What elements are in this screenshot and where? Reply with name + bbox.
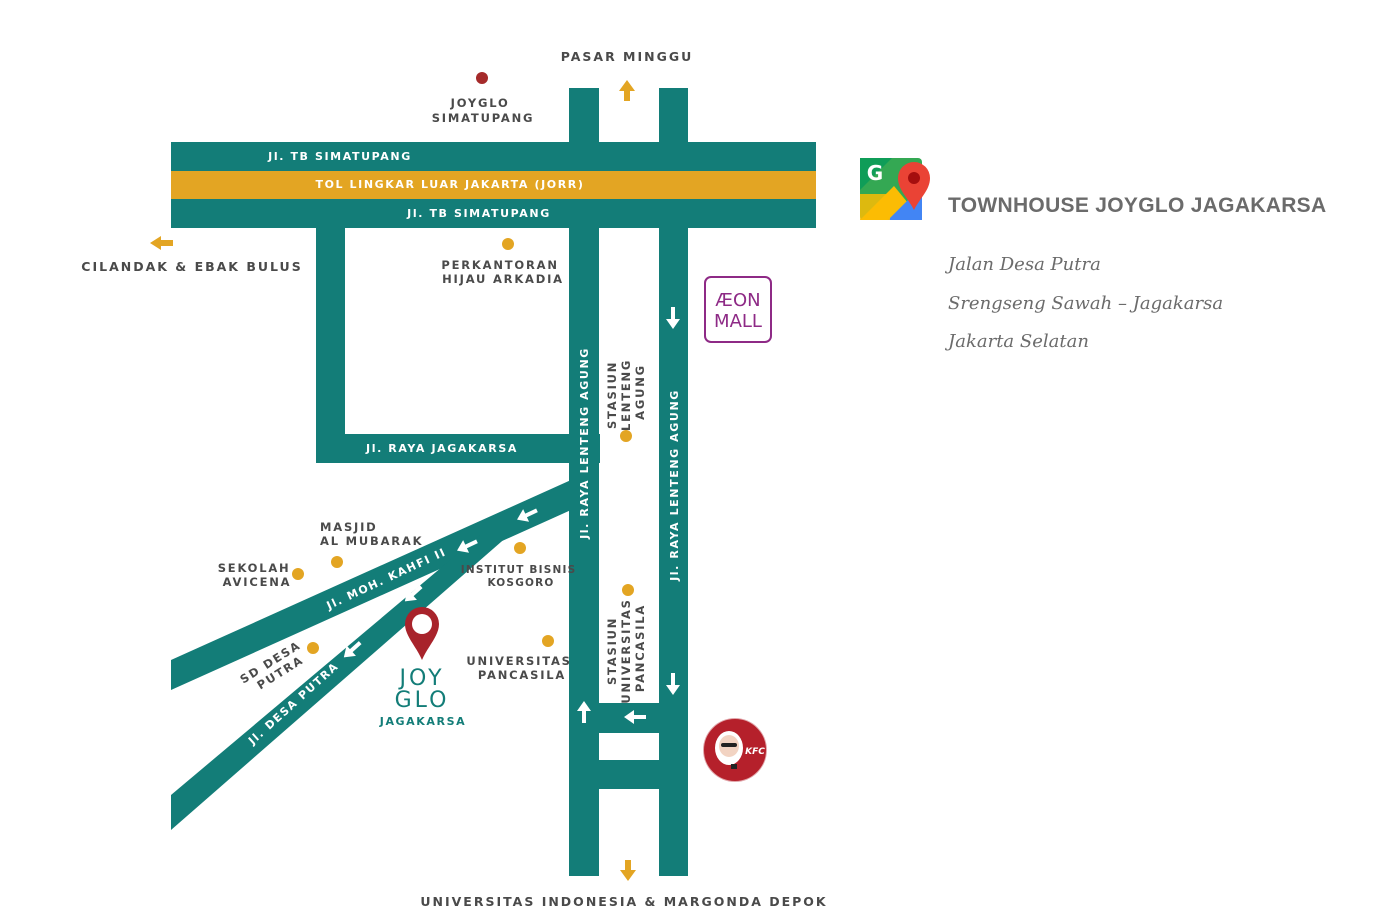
- universitas-dot: [542, 635, 554, 647]
- arrow-left-white-icon: [517, 508, 538, 522]
- dest-pasar-minggu: PASAR MINGGU: [561, 49, 694, 64]
- road-lenteng-agung-west: [569, 226, 599, 876]
- label-jorr-toll: TOL LINGKAR LUAR JAKARTA (JORR): [315, 178, 584, 191]
- road-loop-west: [316, 226, 345, 462]
- landmark-joyglo-simatupang: JOYGLO SIMATUPANG: [432, 96, 535, 125]
- stasiun-lenteng-dot: [620, 430, 632, 442]
- arrow-left-white-icon: [404, 585, 423, 602]
- landmark-stasiun-lenteng: STASIUN LENTENG AGUNG: [605, 353, 647, 431]
- svg-text:KFC: KFC: [745, 747, 765, 757]
- google-maps-icon: G: [860, 158, 930, 220]
- arrow-down-white-icon: [666, 673, 680, 695]
- info-title: TOWNHOUSE JOYGLO JAGAKARSA: [948, 194, 1327, 217]
- road-lenteng-agung-west-north: [569, 88, 599, 144]
- arrow-left-white-icon: [457, 539, 478, 553]
- svg-text:MALL: MALL: [714, 311, 762, 332]
- landmark-perkantoran: PERKANTORAN HIJAU ARKADIA: [441, 258, 564, 286]
- label-lenteng-agung-west: Jl. RAYA LENTENG AGUNG: [578, 347, 591, 540]
- svg-text:ÆON: ÆON: [715, 290, 760, 311]
- map-pin-icon: [405, 607, 439, 660]
- road-jorr-toll: [171, 171, 816, 199]
- label-tb-simatupang-top: Jl. TB SIMATUPANG: [267, 150, 412, 163]
- aeon-mall-logo: ÆON MALL: [704, 276, 772, 343]
- stasiun-up-dot: [622, 584, 634, 596]
- arrow-down-icon: [620, 860, 636, 881]
- sekolah-dot: [292, 568, 304, 580]
- joyglo-logo-line1: JOY: [397, 666, 444, 691]
- landmark-sekolah: SEKOLAH AVICENA: [218, 561, 297, 589]
- address-line-1: Jalan Desa Putra: [948, 254, 1101, 275]
- road-raya-jagakarsa: [316, 434, 600, 463]
- label-raya-jagakarsa: Jl. RAYA JAGAKARSA: [365, 442, 518, 455]
- landmark-universitas: UNIVERSITAS PANCASILA: [466, 654, 577, 682]
- joyglo-simatupang-dot: [476, 72, 488, 84]
- arrow-down-white-icon: [666, 307, 680, 329]
- road-connector-2: [597, 760, 661, 789]
- landmark-stasiun-up: STASIUN UNIVERSITAS PANCASILA: [605, 592, 647, 703]
- label-lenteng-agung-east: Jl. RAYA LENTENG AGUNG: [668, 389, 681, 582]
- arrow-up-icon: [619, 80, 635, 101]
- sd-desa-dot: [307, 642, 319, 654]
- institut-dot: [514, 542, 526, 554]
- landmark-institut: INSTITUT BISNIS KOSGORO: [461, 564, 581, 589]
- road-moh-kahfi: [171, 480, 571, 690]
- svg-text:G: G: [867, 161, 883, 185]
- label-tb-simatupang-bottom: Jl. TB SIMATUPANG: [406, 207, 551, 220]
- arrow-up-white-icon: [577, 701, 591, 723]
- road-lenteng-agung-east-north: [659, 88, 688, 144]
- road-network: [171, 88, 816, 876]
- dest-cilandak: CILANDAK & EBAK BULUS: [81, 259, 302, 274]
- arrow-left-icon: [150, 236, 173, 250]
- joyglo-logo-line2: GLO: [395, 688, 450, 713]
- arrow-left-white-icon: [343, 641, 362, 658]
- road-lenteng-agung-east: [659, 226, 688, 876]
- dest-ui-depok: UNIVERSITAS INDONESIA & MARGONDA DEPOK: [420, 894, 827, 909]
- joyglo-logo-sub: JAGAKARSA: [379, 715, 467, 728]
- masjid-dot: [331, 556, 343, 568]
- address-line-2: Srengseng Sawah – Jagakarsa: [948, 293, 1224, 314]
- kfc-logo: KFC: [702, 717, 768, 783]
- perkantoran-dot: [502, 238, 514, 250]
- landmark-masjid: MASJID AL MUBARAK: [320, 520, 423, 548]
- arrow-left-white-icon: [624, 710, 646, 724]
- address-line-3: Jakarta Selatan: [948, 331, 1089, 352]
